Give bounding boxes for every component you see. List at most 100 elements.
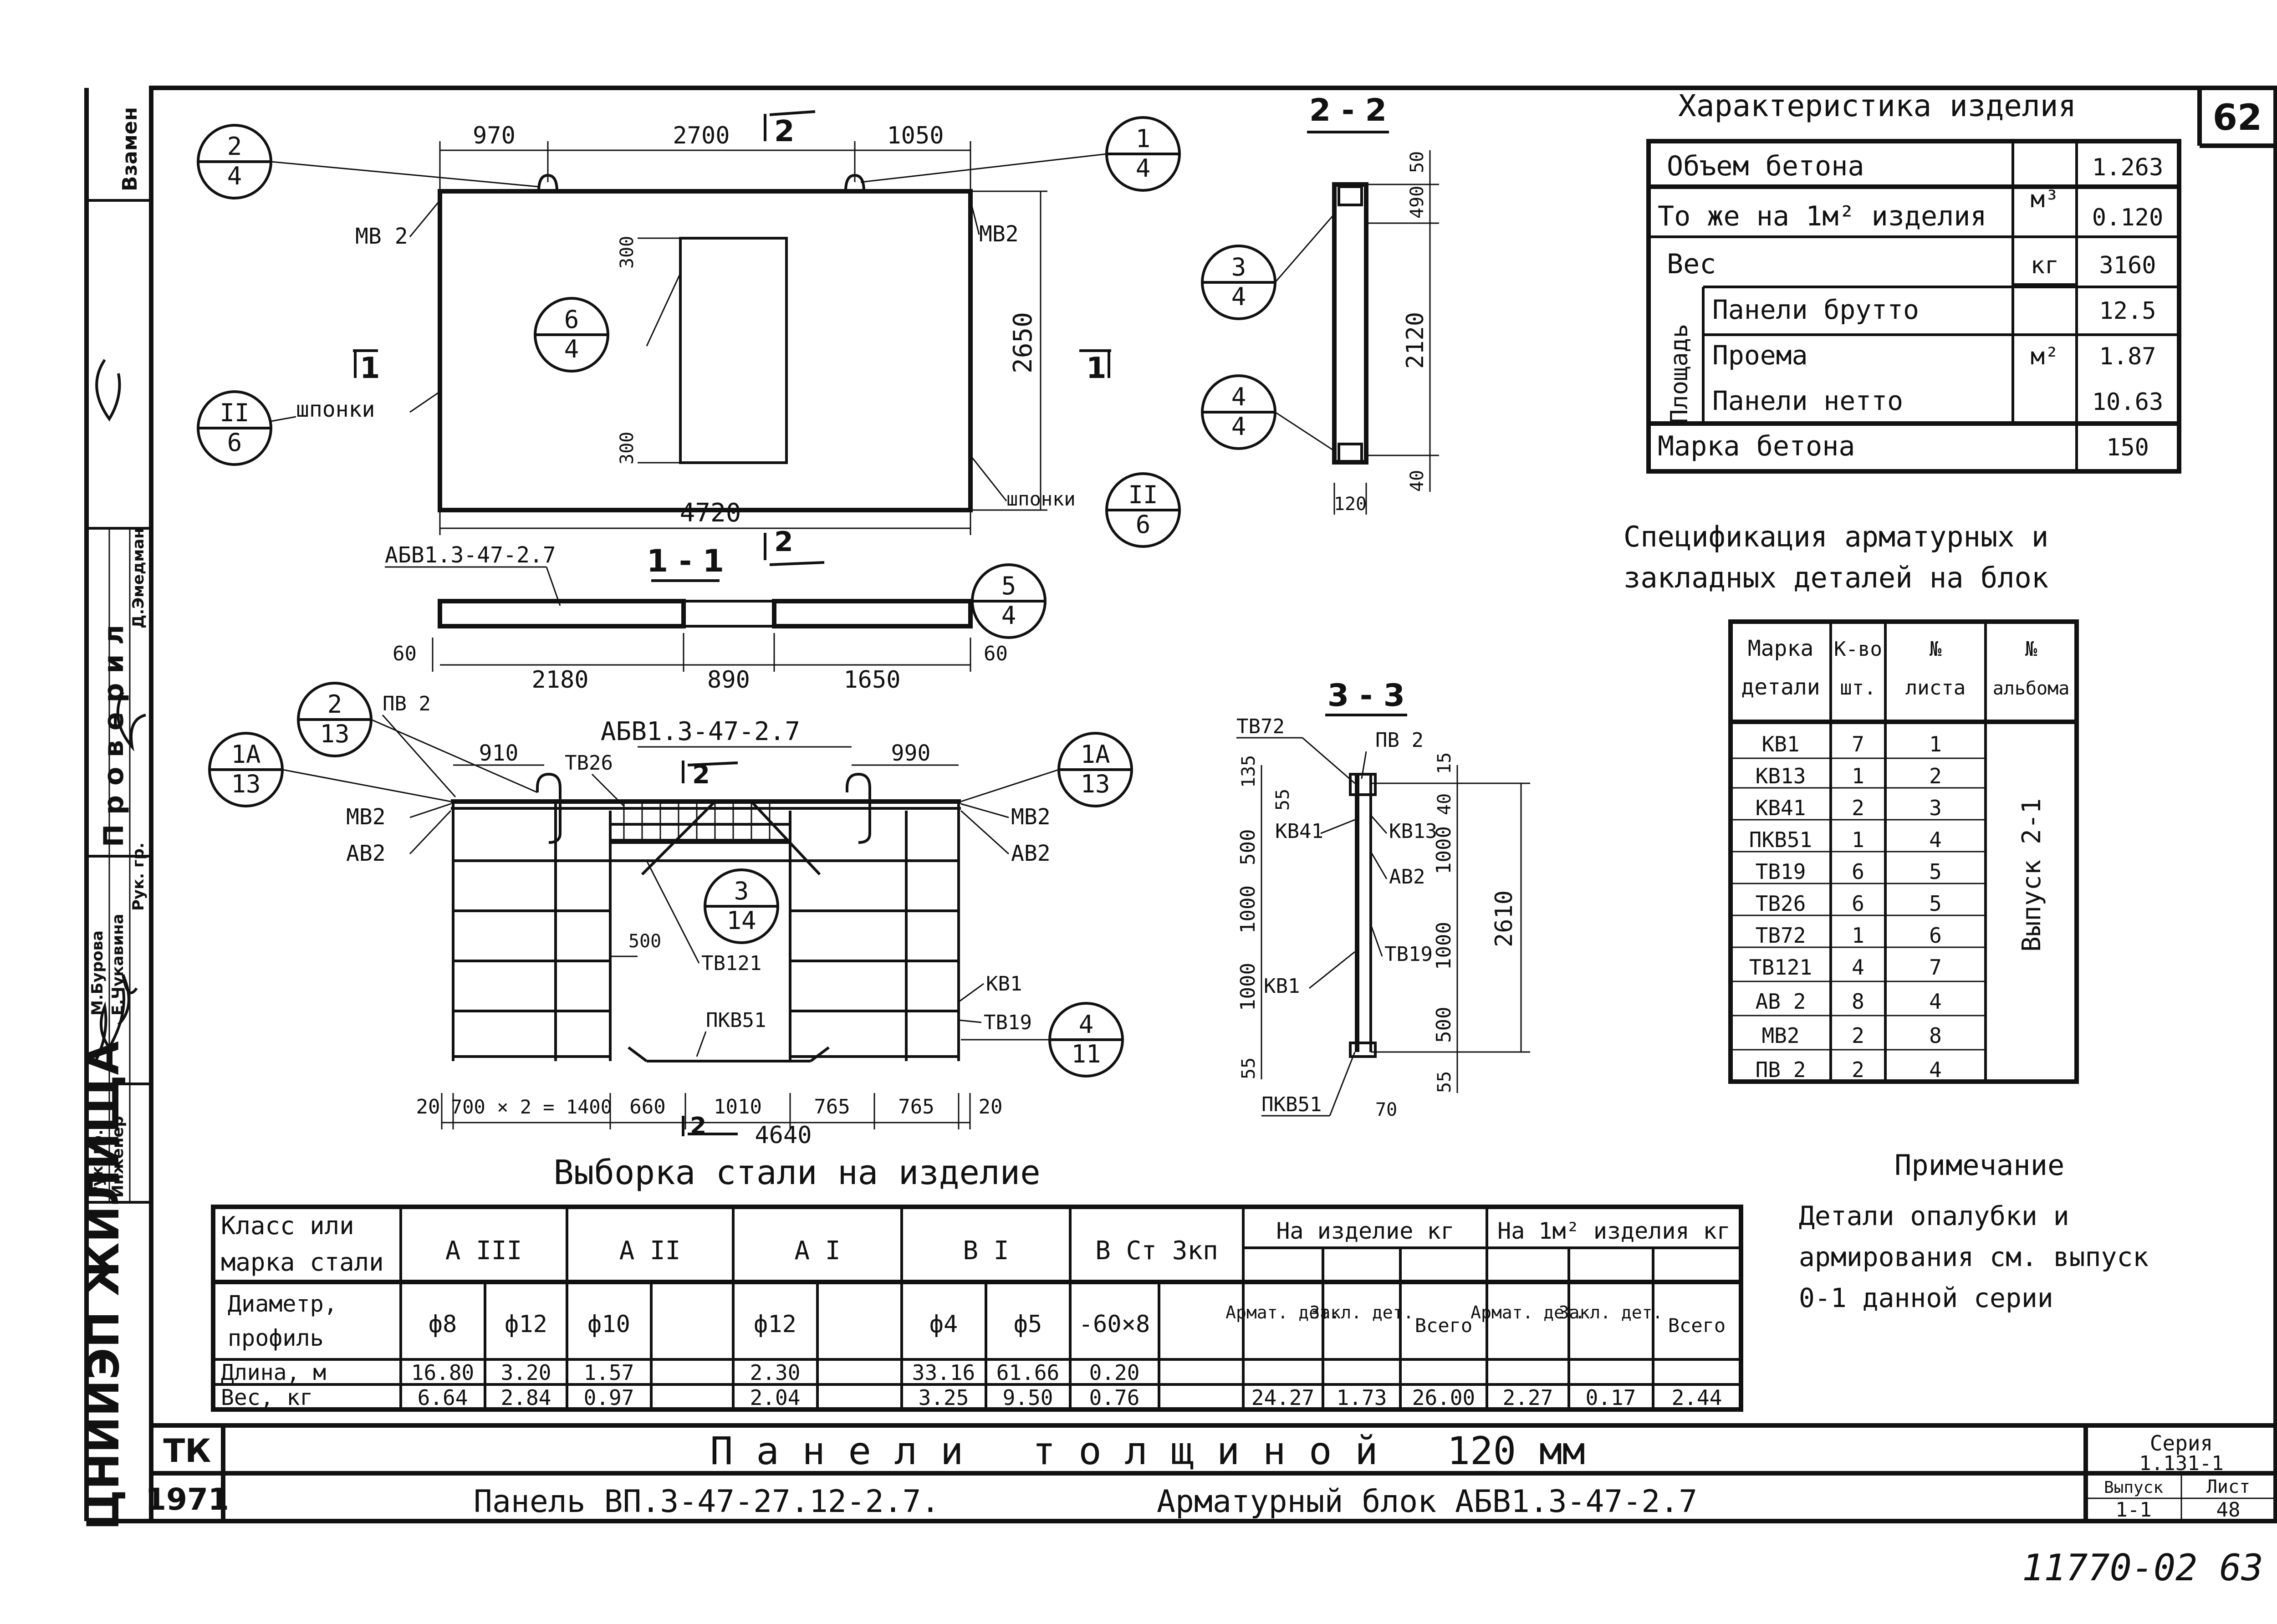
svg-text:4: 4	[1231, 412, 1246, 441]
svg-text:4: 4	[564, 335, 579, 363]
rebar-block-title: АБВ1.3-47-2.7	[601, 717, 800, 746]
title-block: ТК 1971 П а н е л и т о л щ и н о й 120 …	[145, 1423, 2276, 1522]
spec-cell-r5-c0: ТВ26	[1756, 891, 1806, 916]
char-value-2: 0.120	[2092, 204, 2164, 231]
side-role-3: Рук. гр.	[129, 843, 148, 911]
steel-total-header-2: На 1м² изделия кг	[1497, 1218, 1731, 1244]
spec-table: Спецификация арматурных и закладных дета…	[1624, 520, 2079, 1084]
steel-title: Выборка стали на изделие	[553, 1153, 1040, 1192]
section-33-label-tv19: ТВ19	[1384, 943, 1433, 966]
spec-cell-r1-c1: 1	[1852, 764, 1864, 788]
callout-2-4: 2 4	[197, 124, 539, 199]
section-33-right-3: 1000	[1432, 826, 1455, 874]
rebar-label-av2-right: АВ2	[1011, 841, 1051, 866]
signature-4	[95, 359, 121, 422]
section-33-label-kv1: КВ1	[1264, 975, 1300, 998]
steel-length-7: 61.66	[996, 1360, 1059, 1385]
steel-col-lines	[399, 1207, 1654, 1410]
steel-length-8: 0.20	[1089, 1360, 1140, 1385]
char-value-6: 10.63	[2092, 388, 2164, 416]
char-area-label: Площадь	[1666, 324, 1693, 424]
section-33-label-pkv51: ПКВ51	[1261, 1093, 1322, 1116]
front-label-shponki-left: шпонки	[296, 397, 375, 422]
rebar-dim-bottom-4: 1010	[714, 1095, 762, 1118]
signature-3	[116, 691, 146, 752]
svg-text:6: 6	[1136, 510, 1151, 539]
steel-diam-1: ф12	[505, 1311, 547, 1338]
spec-cell-r3-c2: 4	[1929, 827, 1942, 852]
front-cut-mark: 2	[774, 115, 795, 148]
spec-cell-r8-c1: 8	[1852, 989, 1864, 1014]
steel-weight-6: 3.25	[919, 1385, 969, 1410]
note-title: Примечание	[1894, 1149, 2064, 1182]
char-value-1: 1.263	[2092, 154, 2164, 181]
spec-header-4b: альбома	[1993, 678, 2070, 699]
steel-class-3: А I	[794, 1236, 840, 1266]
note-line-3: 0-1 данной серии	[1799, 1282, 2053, 1313]
steel-sub-3: Всего	[1415, 1314, 1472, 1337]
side-org: ЦНИИЭП ЖИЛИЩА	[78, 1041, 129, 1530]
char-name-6: Панели нетто	[1712, 385, 1903, 416]
rebar-dim-bottom-1: 20	[416, 1095, 440, 1118]
steel-sub-4: Армат. дет.	[1470, 1302, 1585, 1323]
spec-cell-r6-c2: 6	[1929, 923, 1942, 948]
steel-sub-5: Закл. дет.	[1559, 1302, 1663, 1323]
rebar-dim-inner: 500	[628, 931, 661, 952]
section-33-label-tv72: ТВ72	[1236, 715, 1285, 738]
char-value-3: 3160	[2099, 252, 2156, 279]
rebar-lintel-mesh	[609, 800, 821, 876]
steel-sub-1: Армат. дет.	[1225, 1302, 1340, 1323]
char-unit-3: кг	[2031, 252, 2059, 279]
steel-class-2: А II	[619, 1236, 681, 1266]
rebar-label-tv19: ТВ19	[984, 1011, 1032, 1034]
spec-title-2: закладных деталей на блок	[1624, 561, 2048, 594]
section-22-dim-2: 490	[1407, 186, 1428, 219]
section-33-left-6: 55	[1238, 1057, 1259, 1079]
rebar-dim-top-right: 990	[891, 741, 931, 766]
front-dim-1: 970	[473, 122, 516, 149]
svg-text:4: 4	[227, 162, 242, 190]
front-label-shponki-right: шпонки	[1006, 488, 1076, 510]
front-width: 4720	[680, 498, 741, 528]
svg-text:3: 3	[1231, 253, 1246, 281]
steel-diam-2: ф10	[587, 1311, 630, 1338]
steel-diam-8: -60×8	[1079, 1311, 1150, 1338]
spec-cell-r4-c2: 5	[1929, 859, 1942, 884]
steel-sub-6: Всего	[1668, 1314, 1726, 1337]
rebar-block: АБВ1.3-47-2.7 2	[346, 692, 1051, 1149]
section-33-left-2: 55	[1272, 789, 1293, 811]
title-issue: 1-1	[2115, 1498, 2151, 1522]
title-issue-label: Выпуск	[2104, 1478, 2163, 1497]
section-22-dim-5: 120	[1334, 494, 1367, 515]
char-name-2: То же на 1м² изделия	[1658, 200, 1986, 232]
svg-text:4: 4	[1079, 1010, 1094, 1039]
side-role-2: Инженер	[109, 1116, 127, 1198]
section-11-dim-2: 2180	[531, 666, 588, 694]
steel-weight-11: 1.73	[1337, 1385, 1387, 1410]
section-33-label-pv2: ПВ 2	[1375, 729, 1424, 752]
callout-1A-13-left: 1А 13	[208, 732, 451, 807]
spec-cell-r2-c1: 2	[1852, 796, 1864, 820]
char-value-4: 12.5	[2099, 297, 2156, 325]
steel-class-5: В Ст 3кп	[1095, 1236, 1218, 1266]
sheet-number: 62	[2213, 97, 2262, 138]
spec-cell-r3-c1: 1	[1852, 827, 1864, 852]
steel-weight-2: 0.97	[584, 1385, 634, 1410]
section-33-right-1: 15	[1434, 752, 1455, 774]
section-11-dim-4: 1650	[843, 666, 900, 694]
front-section-mark-right: 1	[1086, 352, 1107, 385]
rebar-label-pkv51: ПКВ51	[706, 1009, 766, 1032]
section-11-dim-1: 60	[393, 642, 417, 665]
section-33-label-av2: АВ2	[1389, 865, 1425, 889]
spec-cell-r0-c0: КВ1	[1761, 732, 1799, 756]
rebar-label-mv2-left: МВ2	[346, 804, 386, 830]
svg-text:4: 4	[1001, 601, 1016, 630]
section-33-right-6: 55	[1434, 1071, 1455, 1093]
steel-diam-label-1: Диаметр,	[228, 1291, 337, 1317]
spec-cell-r6-c0: ТВ72	[1756, 923, 1806, 948]
section-11-block: АБВ1.3-47-2.7	[385, 542, 556, 568]
spec-title-1: Спецификация арматурных и	[1624, 520, 2048, 553]
front-view: 970 2700 1050 2 2650 300 300 4720 МВ 2 М…	[296, 110, 1111, 535]
